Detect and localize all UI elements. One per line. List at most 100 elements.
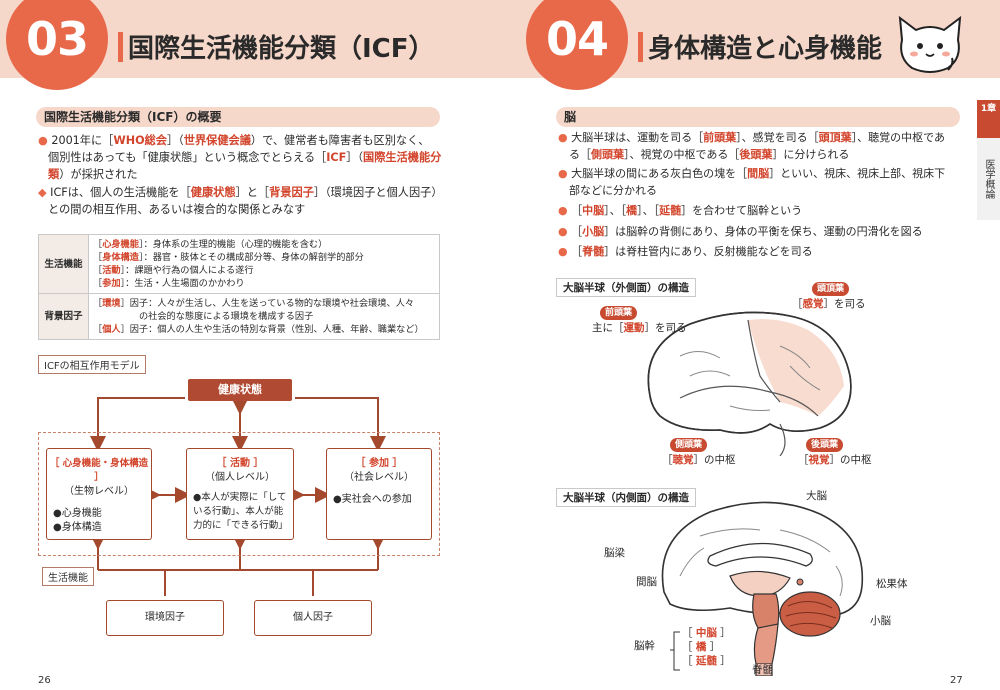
text: ］と［ xyxy=(235,186,270,199)
text: ］（環境因子と個人因子） xyxy=(313,186,443,199)
chapter-title: 医学概論 xyxy=(977,138,1000,220)
section-heading: 脳 xyxy=(556,107,960,127)
box-title: ［ 心身機能・身体構造 ］ xyxy=(49,458,149,483)
chapter-side-tab[interactable]: 1章 医学概論 xyxy=(977,100,1000,220)
page-title: 国際生活機能分類（ICF） xyxy=(128,34,435,64)
text: ）が採択された xyxy=(59,168,138,181)
paragraph-2: ◆ ICFは、個人の生活機能を［健康状態］と［背景因子］（環境因子と個人因子） … xyxy=(38,184,458,218)
keyword: WHO総会 xyxy=(113,134,167,147)
temporal-lobe-label: ［聴覚］の中枢 xyxy=(662,454,736,466)
table-cell: ［環境］因子：人々が生活し、人生を送っている物的な環境や社会環境、人々 の社会的… xyxy=(88,293,440,340)
section-number: 04 xyxy=(545,12,609,66)
list-item: ● ［脊髄］は脊柱管内にあり、反射機能などを司る xyxy=(558,245,813,258)
text: ］（ xyxy=(166,134,184,147)
arrow xyxy=(295,397,386,452)
brain-bullets: ● 大脳半球は、運動を司る［前頭葉］、感覚を司る［頭頂葉］、聴覚の中枢であ る［… xyxy=(558,130,992,261)
parietal-lobe-chip: 頭頂葉 xyxy=(812,282,850,296)
arrow xyxy=(90,397,185,452)
box-item: 力的に「できる行動」 xyxy=(193,520,288,531)
text: 因子：人々が生活し、人生を送っている物的な環境や社会環境、人々 xyxy=(129,298,415,309)
participation-box: ［ 参加 ］ （社会レベル） ●実社会への参加 xyxy=(326,448,432,540)
title-accent-bar xyxy=(638,32,643,62)
text: 個別性はあっても「健康状態」という概念でとらえる［ xyxy=(48,151,327,164)
text: ICFは、個人の生活機能を［ xyxy=(50,186,191,199)
table-cell: ［心身機能］：身体系の生理的機能（心理的機能を含む） ［身体構造］：器官・肢体と… xyxy=(88,234,440,294)
page-title: 身体構造と心身機能 xyxy=(648,34,883,64)
icf-table: 生活機能 ［心身機能］：身体系の生理的機能（心理的機能を含む） ［身体構造］：器… xyxy=(38,234,440,340)
environment-factor-box: 環境因子 xyxy=(106,600,224,636)
frontal-lobe-label: 主に［運動］を司る xyxy=(592,322,687,334)
brain-medial-illustration xyxy=(661,501,864,676)
box-item: ●身体構造 xyxy=(53,522,102,533)
text: ：生活・人生場面のかかわり xyxy=(125,278,245,289)
table-row: 背景因子 ［環境］因子：人々が生活し、人生を送っている物的な環境や社会環境、人々… xyxy=(38,293,440,340)
list-item: ● 大脳半球の間にある灰白色の塊を［間脳］といい、視床、視床上部、視床下 xyxy=(558,167,946,180)
list-item: ● 大脳半球は、運動を司る［前頭葉］、感覚を司る［頭頂葉］、聴覚の中枢であ xyxy=(558,131,945,144)
occipital-lobe-label: ［視覚］の中枢 xyxy=(798,454,872,466)
keyword: ICF xyxy=(326,151,347,164)
keyword: 環境 xyxy=(102,298,121,309)
page-number: 26 xyxy=(38,675,51,686)
text: ：身体系の生理的機能（心理的機能を含む） xyxy=(143,239,328,250)
temporal-lobe-chip: 側頭葉 xyxy=(670,438,708,452)
table-head-cell: 背景因子 xyxy=(38,293,89,340)
box-item: いる行動」、本人が能 xyxy=(193,506,284,517)
icf-arrows xyxy=(90,397,386,596)
keyword: 活動 xyxy=(102,265,121,276)
text: ：課題や行為の個人による遂行 xyxy=(125,265,254,276)
text: 2001年に［ xyxy=(51,134,114,147)
brainstem-label: 脳幹 xyxy=(634,640,655,652)
text: ］（ xyxy=(346,151,364,164)
box-title: ［ 活動 ］ xyxy=(216,458,264,469)
list-item: ● ［中脳］、［橋］、［延髄］を合わせて脳幹という xyxy=(558,204,803,217)
life-function-label: 生活機能 xyxy=(42,567,94,586)
bullet-icon: ◆ xyxy=(38,186,47,199)
cerebellum-label: 小脳 xyxy=(870,615,891,627)
box-item: ●実社会への参加 xyxy=(333,494,412,505)
occipital-lobe-chip: 後頭葉 xyxy=(806,438,844,452)
frontal-lobe-chip: 前頭葉 xyxy=(600,306,638,320)
box-subtitle: （社会レベル） xyxy=(344,472,414,483)
box-title: ［ 参加 ］ xyxy=(355,458,403,469)
spinal-cord-label: 脊髄 xyxy=(752,664,773,676)
section-heading: 国際生活機能分類（ICF）の概要 xyxy=(36,107,440,127)
section-number-badge: 04 xyxy=(526,0,628,90)
cat-illustration xyxy=(898,15,962,73)
parietal-lobe-label: ［感覚］を司る xyxy=(792,298,866,310)
keyword: 国際生活機能分 xyxy=(363,151,442,164)
section-number-badge: 03 xyxy=(6,0,108,90)
left-page: 03 国際生活機能分類（ICF） 国際生活機能分類（ICF）の概要 ● 2001… xyxy=(0,0,480,690)
text: 因子：個人の人生や生活の特別な背景（性別、人種、年齢、職業など） xyxy=(129,324,424,335)
text: ）で、健常者も障害者も区別なく、 xyxy=(250,134,430,147)
corpus-callosum-label: 脳梁 xyxy=(604,547,625,559)
body-function-box: ［ 心身機能・身体構造 ］ （生物レベル） ●心身機能 ●身体構造 xyxy=(46,448,152,540)
text: との間の相互作用、あるいは複合的な関係とみなす xyxy=(48,203,306,216)
table-row: 生活機能 ［心身機能］：身体系の生理的機能（心理的機能を含む） ［身体構造］：器… xyxy=(38,234,440,294)
box-item: ●本人が実際に「して xyxy=(193,492,287,503)
list-item: ● ［小脳］は脳幹の背側にあり、身体の平衡を保ち、運動の円滑化を図る xyxy=(558,224,923,238)
cerebrum-label: 大脳 xyxy=(806,490,827,502)
personal-factor-box: 個人因子 xyxy=(254,600,372,636)
text: の社会的な態度による環境を構成する因子 xyxy=(139,311,314,322)
figure-title: 大脳半球（外側面）の構造 xyxy=(556,278,696,297)
chapter-number: 1章 xyxy=(977,100,1000,138)
brain-lateral-illustration xyxy=(647,311,852,456)
brainstem-parts: ［ 中脳 ］ ［ 橋 ］ ［ 延髄 ］ xyxy=(682,627,731,667)
pineal-body-label: 松果体 xyxy=(876,578,908,590)
right-page: 04 身体構造と心身機能 脳 ● 大脳半球は、運動を司る［前頭葉］、感覚を司る［… xyxy=(520,0,1000,690)
page-number: 27 xyxy=(950,675,963,686)
figure-title: 大脳半球（内側面）の構造 xyxy=(556,488,696,507)
keyword: 世界保健会議 xyxy=(183,134,251,147)
activity-box: ［ 活動 ］ （個人レベル） ●本人が実際に「して いる行動」、本人が能 力的に… xyxy=(186,448,294,540)
keyword: 類 xyxy=(48,168,60,181)
list-item: る［側頭葉］、視覚の中枢である［後頭葉］に分けられる xyxy=(569,147,850,161)
keyword: 背景因子 xyxy=(269,186,314,199)
keyword: 健康状態 xyxy=(190,186,236,199)
header-band-gutter xyxy=(480,0,520,78)
list-item: 部などに分かれる xyxy=(569,183,657,197)
keyword: 個人 xyxy=(102,324,121,335)
diencephalon-label: 間脳 xyxy=(636,576,657,588)
paragraph-1: ● 2001年に［WHO総会］（世界保健会議）で、健常者も障害者も区別なく、 個… xyxy=(38,132,458,183)
keyword: 心身機能 xyxy=(102,239,139,250)
